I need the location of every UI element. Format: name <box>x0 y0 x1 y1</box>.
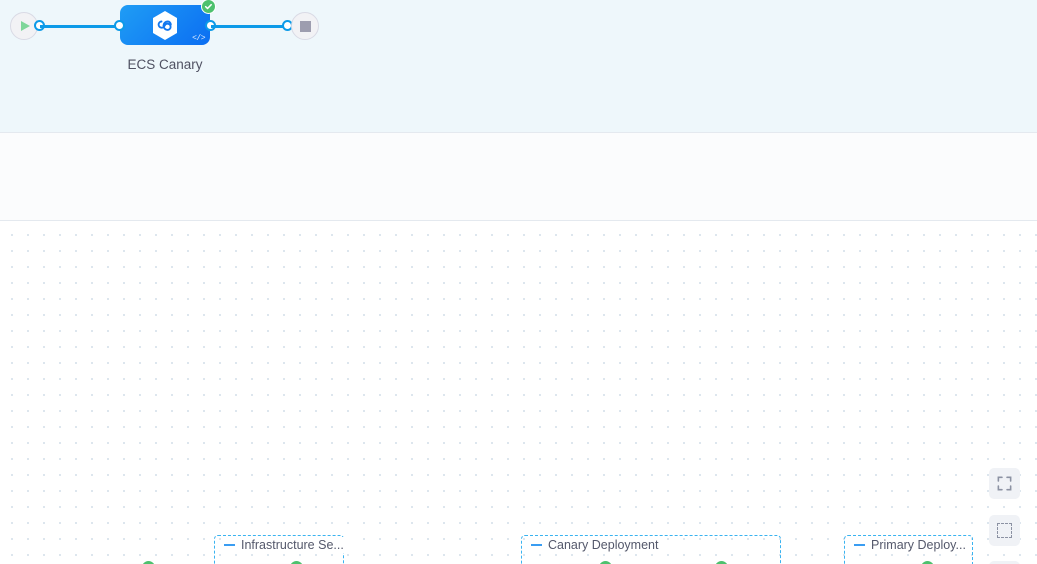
end-node[interactable] <box>291 12 319 40</box>
group-label-primary-deployment: Primary Deploy... <box>851 537 971 553</box>
play-icon <box>21 21 30 31</box>
code-brackets-icon: </> <box>192 34 205 43</box>
stage-in-port <box>114 20 125 31</box>
group-primary-deployment[interactable] <box>844 535 973 564</box>
group-title: Infrastructure Se... <box>241 538 344 552</box>
group-title: Primary Deploy... <box>871 538 966 552</box>
group-canary-deployment[interactable] <box>521 535 781 564</box>
top-pipeline-strip: </> ECS Canary <box>0 0 1037 133</box>
stop-icon <box>299 20 311 32</box>
zoom-controls[interactable]: + – <box>989 561 1020 564</box>
group-title: Canary Deployment <box>548 538 659 552</box>
stage-label-ecs-canary: ECS Canary <box>127 57 203 72</box>
start-node[interactable] <box>10 12 38 40</box>
dashed-square-icon <box>997 523 1012 538</box>
group-label-infrastructure-section: Infrastructure Se... <box>221 537 349 553</box>
pipeline-canvas[interactable]: Infrastructure Se... Canary Deployment P… <box>0 221 1037 564</box>
connector-start-to-stage <box>40 24 122 28</box>
connector-stage-to-end <box>211 24 286 28</box>
fit-to-screen-button[interactable] <box>989 468 1020 499</box>
execution-details-bar: ECS Canary Started at: 10/6/2022, 5:01:2… <box>0 133 1037 331</box>
status-badge-success-service <box>141 560 156 564</box>
collapse-dash-icon[interactable] <box>224 544 235 546</box>
expand-corners-icon <box>997 476 1012 491</box>
status-badge-success <box>201 0 216 14</box>
harness-hexagon-icon <box>151 10 179 41</box>
group-label-canary-deployment: Canary Deployment <box>528 537 664 553</box>
collapse-dash-icon[interactable] <box>531 544 542 546</box>
stage-node-ecs-canary[interactable]: </> <box>120 5 210 45</box>
selection-tool-button[interactable] <box>989 515 1020 546</box>
collapse-dash-icon[interactable] <box>854 544 865 546</box>
